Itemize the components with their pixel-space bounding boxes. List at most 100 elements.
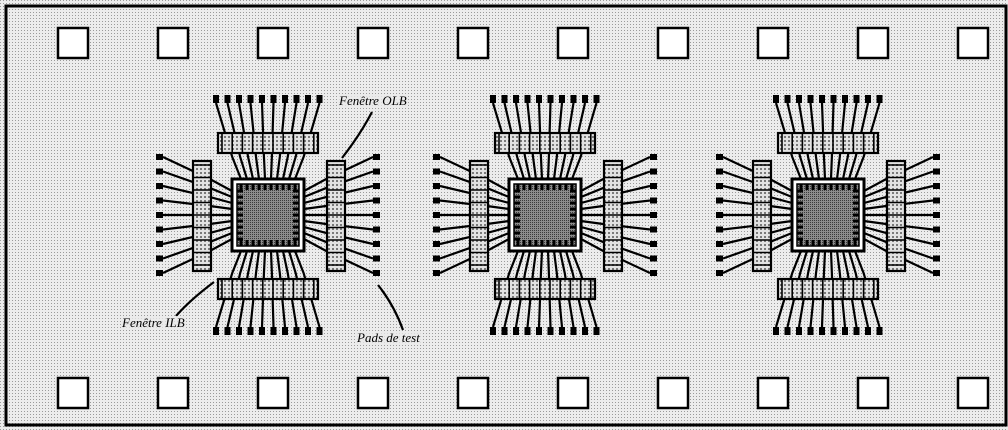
- test-pad-bottom: [773, 327, 779, 335]
- lead-crossings: [193, 133, 345, 299]
- ilb-pointer: [175, 281, 215, 317]
- test-pad-right: [933, 154, 940, 160]
- olb-window-label: Fenêtre OLB: [338, 93, 408, 108]
- lead-top: [269, 102, 275, 180]
- test-pad-top: [224, 95, 231, 103]
- sprocket-hole-bottom: [956, 376, 990, 410]
- lead-top: [809, 102, 821, 180]
- test-pad-bottom: [593, 327, 600, 335]
- test-pad-bottom: [259, 327, 265, 335]
- test-pad-left: [716, 168, 723, 175]
- lead-top: [835, 102, 847, 180]
- sprocket-hole-bottom: [256, 376, 290, 410]
- lead-bottom: [546, 250, 552, 328]
- lead-bottom: [786, 250, 809, 328]
- test-pad-top: [876, 95, 883, 103]
- lead-top: [853, 102, 881, 180]
- test-pad-top: [582, 95, 588, 103]
- lead-top: [260, 102, 267, 180]
- lead-top: [293, 102, 321, 180]
- test-pad-bottom: [316, 327, 323, 335]
- lead-top: [797, 102, 815, 180]
- lead-top: [237, 102, 255, 180]
- test-pad-right: [933, 197, 940, 204]
- lead-bottom: [237, 250, 255, 328]
- lead-bottom: [526, 250, 538, 328]
- olb-pointer: [341, 111, 373, 159]
- sprocket-hole-bottom: [556, 376, 590, 410]
- test-pad-bottom: [559, 327, 565, 335]
- lead-bottom: [514, 250, 532, 328]
- sprocket-hole-top: [956, 26, 990, 60]
- test-pad-left: [716, 270, 723, 276]
- die: [236, 183, 300, 247]
- test-pad-left: [433, 168, 440, 175]
- lead-top: [774, 102, 803, 180]
- test-pad-bottom: [819, 327, 825, 335]
- lead-top: [249, 102, 261, 180]
- test-pad-bottom: [830, 327, 837, 335]
- test-pad-top: [305, 95, 311, 103]
- lead-top: [214, 102, 243, 180]
- test-pad-right: [650, 183, 657, 189]
- test-pad-bottom: [213, 327, 219, 335]
- lead-top: [287, 102, 310, 180]
- olb-window-right: [325, 159, 347, 273]
- test-pad-right: [933, 183, 940, 189]
- test-pad-left: [433, 241, 440, 247]
- test-pad-right: [933, 212, 940, 218]
- test-pad-right: [373, 168, 380, 175]
- test-pad-top: [247, 95, 254, 103]
- test-pad-bottom: [853, 327, 860, 335]
- test-pad-top: [865, 95, 871, 103]
- test-pad-right: [373, 241, 380, 247]
- sprocket-hole-bottom: [156, 376, 190, 410]
- test-pad-right: [373, 226, 380, 233]
- test-pad-left: [156, 212, 163, 218]
- lead-bottom: [491, 250, 520, 328]
- lead-crossings: [470, 133, 622, 299]
- test-pad-left: [716, 226, 723, 233]
- test-pad-right: [650, 168, 657, 175]
- test-pad-right: [933, 255, 940, 262]
- lead-top: [275, 102, 287, 180]
- test-pad-top: [270, 95, 277, 103]
- tab-site: [716, 95, 940, 335]
- lead-top: [491, 102, 520, 180]
- test-pad-top: [213, 95, 219, 103]
- lead-top: [226, 102, 249, 180]
- olb-window-left: [468, 159, 490, 273]
- test-pad-bottom: [582, 327, 588, 335]
- lead-bottom: [809, 250, 821, 328]
- lead-top: [546, 102, 552, 180]
- test-pad-right: [650, 255, 657, 262]
- lead-bottom: [570, 250, 598, 328]
- lead-top: [847, 102, 870, 180]
- lead-top: [564, 102, 587, 180]
- sprocket-hole-bottom: [456, 376, 490, 410]
- ilb-window-label: Fenêtre ILB: [121, 315, 186, 330]
- test-pad-top: [259, 95, 265, 103]
- die: [513, 183, 577, 247]
- test-pad-left: [716, 154, 723, 160]
- test-pad-bottom: [490, 327, 496, 335]
- test-pad-left: [433, 226, 440, 233]
- test-pad-bottom: [842, 327, 848, 335]
- test-pad-left: [156, 154, 163, 160]
- test-pad-right: [933, 270, 940, 276]
- test-pad-left: [716, 255, 723, 262]
- lead-bottom: [281, 250, 298, 328]
- test-pad-top: [784, 95, 791, 103]
- test-pad-left: [716, 212, 723, 218]
- test-pad-right: [373, 255, 380, 262]
- test-pad-bottom: [236, 327, 242, 335]
- test-pad-top: [316, 95, 323, 103]
- lead-top: [570, 102, 598, 180]
- tab-site: [433, 95, 657, 335]
- test-pad-right: [373, 154, 380, 160]
- test-pad-left: [156, 226, 163, 233]
- sprocket-hole-bottom: [856, 376, 890, 410]
- lead-top: [514, 102, 532, 180]
- sprocket-hole-top: [556, 26, 590, 60]
